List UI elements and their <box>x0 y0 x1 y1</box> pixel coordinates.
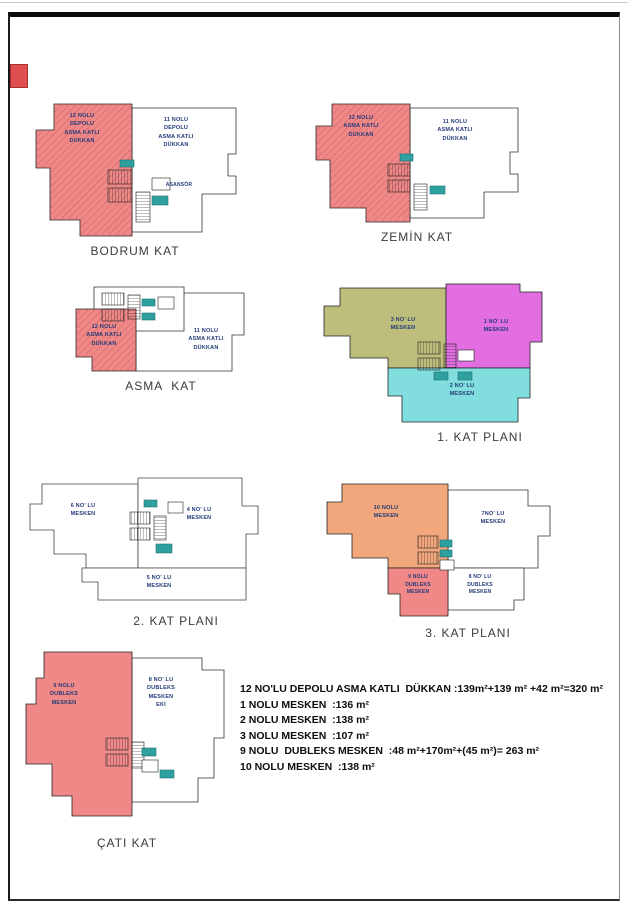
scan-edge-line <box>0 2 628 3</box>
elevator-shaft <box>457 349 475 362</box>
plan-asma-kat: 12 NOLU ASMA KATLI DÜKKAN 11 NOLU ASMA K… <box>72 283 250 395</box>
area-line-dukkan-12: 12 NO'LU DEPOLU ASMA KATLI DÜKKAN :139m²… <box>240 683 603 695</box>
stairs-icon <box>101 292 175 322</box>
unit-11-label: 11 NOLU ASMA KATLI DÜKKAN <box>437 119 473 142</box>
unit-3-label: 3 NO' LU MESKEN <box>390 317 416 332</box>
unit-8-eki-label: 8 NO' LU DUBLEKS MESKEN EKİ <box>147 677 175 708</box>
unit-12-hatch <box>316 104 410 222</box>
area-line-mesken-10: 10 NOLU MESKEN :138 m² <box>240 760 375 773</box>
zemin-kat-drawing <box>315 103 519 223</box>
plan-bodrum-kat: 12 NOLU DEPOLU ASMA KATLI DÜKKAN 11 NOLU… <box>28 96 242 258</box>
elevator-shaft <box>157 296 175 310</box>
area-summary: 12 NO'LU DEPOLU ASMA KATLI DÜKKAN :139m²… <box>240 682 622 776</box>
plan-caption-zemin: ZEMİN KAT <box>380 230 454 244</box>
stairs-icon <box>417 535 455 571</box>
plan-caption-kat3: 3. KAT PLANI <box>425 626 511 640</box>
unit-12-hatch <box>76 309 136 371</box>
unit-5-region <box>81 567 247 601</box>
stairs-icon <box>129 499 184 554</box>
unit-7-label: 7NO' LU MESKEN <box>480 511 506 526</box>
area-line-mesken-2: 2 NOLU MESKEN :138 m² <box>240 714 369 727</box>
plan-caption-bodrum: BODRUM KAT <box>90 244 180 258</box>
plan-kat-1: 3 NO' LU MESKEN 1 NO' LU MESKEN 2 NO' LU… <box>318 280 544 448</box>
plan-cati-kat: 9 NOLU DUBLEKS MESKEN 8 NO' LU DUBLEKS M… <box>20 646 236 852</box>
unit-12-label: 12 NOLU DEPOLU ASMA KATLI DÜKKAN <box>64 113 100 144</box>
plan-zemin-kat: 12 NOLU ASMA KATLI DÜKKAN 11 NOLU ASMA K… <box>308 96 526 248</box>
bodrum-kat-drawing <box>35 103 237 237</box>
unit-12-label: 12 NOLU ASMA KATLI DÜKKAN <box>86 324 122 347</box>
asma-kat-drawing <box>75 286 245 372</box>
unit-9-label: 9 NOLU DUBLEKS MESKEN <box>405 574 431 595</box>
unit-6-label: 6 NO' LU MESKEN <box>70 503 96 518</box>
unit-9-label: 9 NOLU DUBLEKS MESKEN <box>50 683 78 706</box>
red-marker <box>10 64 28 88</box>
unit-9-region <box>25 651 133 817</box>
unit-2-region <box>387 367 531 423</box>
area-line-mesken-1: 1 NOLU MESKEN :136 m² <box>240 698 369 711</box>
stairs-icon <box>107 159 171 223</box>
elevator-shaft <box>167 501 184 514</box>
stairs-icon <box>105 737 175 779</box>
stairs-icon <box>417 341 475 381</box>
plan-caption-asma: ASMA KAT <box>125 379 197 393</box>
cati-kat-drawing <box>25 651 225 817</box>
sheet-border <box>8 12 620 901</box>
unit-11-label: 11 NOLU ASMA KATLI DÜKKAN <box>188 328 224 351</box>
unit-5-label: 5 NO' LU MESKEN <box>146 575 172 590</box>
unit-6-region <box>29 483 139 569</box>
unit-2-label: 2 NO' LU MESKEN <box>449 383 475 398</box>
elevator-label: ASANSÖR <box>165 182 193 188</box>
unit-10-label: 10 NOLU MESKEN <box>373 505 399 520</box>
area-line-dubleks-9: 9 NOLU DUBLEKS MESKEN :48 m²+170m²+(45 m… <box>240 745 540 758</box>
unit-12-hatch <box>36 104 132 236</box>
plan-caption-cati: ÇATI KAT <box>96 836 158 850</box>
unit-1-label: 1 NO' LU MESKEN <box>483 319 509 334</box>
elevator-shaft <box>439 559 455 571</box>
kat-2-drawing <box>29 477 259 601</box>
plan-kat-2: 6 NO' LU MESKEN 4 NO' LU MESKEN 5 NO' LU… <box>26 472 266 632</box>
plan-caption-kat2: 2. KAT PLANI <box>133 614 219 628</box>
plan-kat-3: 10 NOLU MESKEN 7NO' LU MESKEN 9 NOLU DUB… <box>322 478 556 646</box>
unit-7-region <box>447 489 551 569</box>
kat-1-drawing <box>323 283 543 423</box>
kat-3-drawing <box>326 483 551 617</box>
unit-8-label: 8 NO' LU DUBLEKS MESKEN <box>467 574 493 595</box>
elevator-shaft <box>151 177 171 191</box>
unit-12-label: 12 NOLU ASMA KATLI DÜKKAN <box>343 115 379 138</box>
unit-11-label: 11 NOLU DEPOLU ASMA KATLI DÜKKAN <box>158 117 194 148</box>
unit-4-label: 4 NO' LU MESKEN <box>186 507 212 522</box>
elevator-shaft <box>141 759 159 773</box>
plan-caption-kat1: 1. KAT PLANI <box>437 430 523 444</box>
stairs-icon <box>387 153 446 211</box>
area-line-mesken-3: 3 NOLU MESKEN :107 m² <box>240 729 369 742</box>
